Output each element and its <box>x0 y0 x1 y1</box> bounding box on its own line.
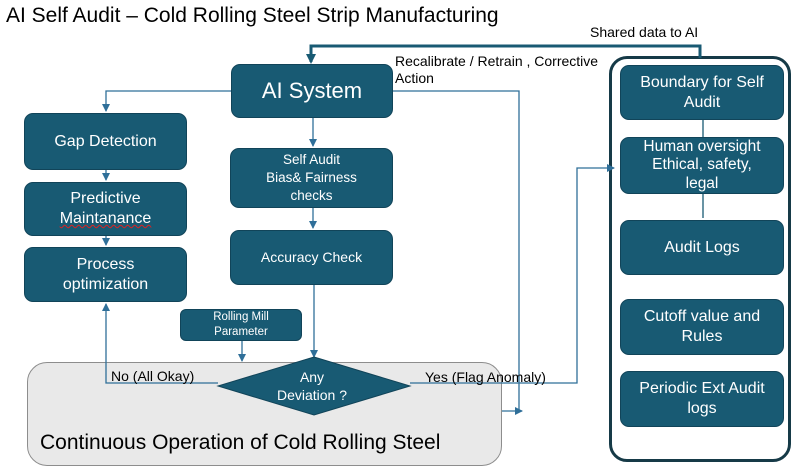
ai-system-label: AI System <box>261 78 363 104</box>
recalibrate-line-1: Recalibrate / Retrain , Corrective <box>395 53 599 69</box>
no-path-arrow <box>102 303 218 384</box>
accuracy-check-node: Accuracy Check <box>230 230 393 285</box>
periodic-line-2: logs <box>687 400 717 417</box>
shared-data-label: Shared data to AI <box>590 24 699 40</box>
human-line-1: Human oversight <box>643 137 761 155</box>
self-audit-line-2: Bias& Fairness <box>266 169 357 185</box>
process-line-2: optimization <box>62 275 149 293</box>
process-optimization-node: Process optimization <box>24 247 187 302</box>
deviation-diamond <box>216 356 412 416</box>
recalibrate-line-2: Action <box>395 70 434 86</box>
audit-logs-label: Audit Logs <box>664 238 740 256</box>
recalibrate-loop-arrow <box>393 90 520 412</box>
recalibrate-label: Recalibrate / Retrain , Corrective Actio… <box>395 53 598 87</box>
periodic-audit-node: Periodic Ext Audit logs <box>620 371 784 427</box>
cutoff-line-1: Cutoff value and <box>643 308 761 325</box>
cutoff-line-2: Rules <box>681 328 723 345</box>
gap-detection-node: Gap Detection <box>24 113 187 170</box>
boundary-line-1: Boundary for Self <box>640 73 764 91</box>
diagram-title: AI Self Audit – Cold Rolling Steel Strip… <box>6 4 499 27</box>
gap-detection-label: Gap Detection <box>54 132 157 150</box>
ai-system-node: AI System <box>231 64 393 118</box>
cutoff-rules-node: Cutoff value and Rules <box>620 299 784 355</box>
predictive-line-1: Predictive <box>70 190 141 207</box>
rolling-line-2: Parameter <box>214 326 268 338</box>
human-oversight-node: Human oversight Ethical, safety, legal <box>620 137 784 194</box>
deviation-line-1: Any <box>299 369 325 385</box>
accuracy-check-label: Accuracy Check <box>260 248 363 265</box>
process-line-1: Process <box>76 255 135 273</box>
shared-data-arrow <box>306 44 702 64</box>
boundary-node: Boundary for Self Audit <box>620 65 784 120</box>
boundary-line-2: Audit <box>683 93 721 111</box>
ai-to-gap-arrow <box>102 90 231 112</box>
deviation-label: Any Deviation ? <box>268 368 356 404</box>
predictive-maintenance-node: Predictive Maintanance <box>24 182 187 236</box>
continuous-operation-label: Continuous Operation of Cold Rolling Ste… <box>40 431 441 454</box>
yes-path-arrow <box>410 164 615 384</box>
rolling-mill-parameter-node: Rolling Mill Parameter <box>180 309 302 341</box>
audit-logs-node: Audit Logs <box>620 220 784 275</box>
self-audit-node: Self Audit Bias& Fairness checks <box>230 148 393 208</box>
human-line-2: Ethical, safety, <box>652 156 752 174</box>
periodic-line-1: Periodic Ext Audit <box>639 380 765 397</box>
deviation-line-2: Deviation ? <box>276 387 348 404</box>
human-line-3: legal <box>685 174 719 192</box>
predictive-line-2: Maintanance <box>59 210 152 227</box>
yes-path-label: Yes (Flag Anomaly) <box>425 369 546 385</box>
self-audit-line-1: Self Audit <box>282 151 341 167</box>
rolling-line-1: Rolling Mill <box>213 311 269 324</box>
no-path-label: No (All Okay) <box>111 368 195 384</box>
self-audit-line-3: checks <box>290 188 333 204</box>
